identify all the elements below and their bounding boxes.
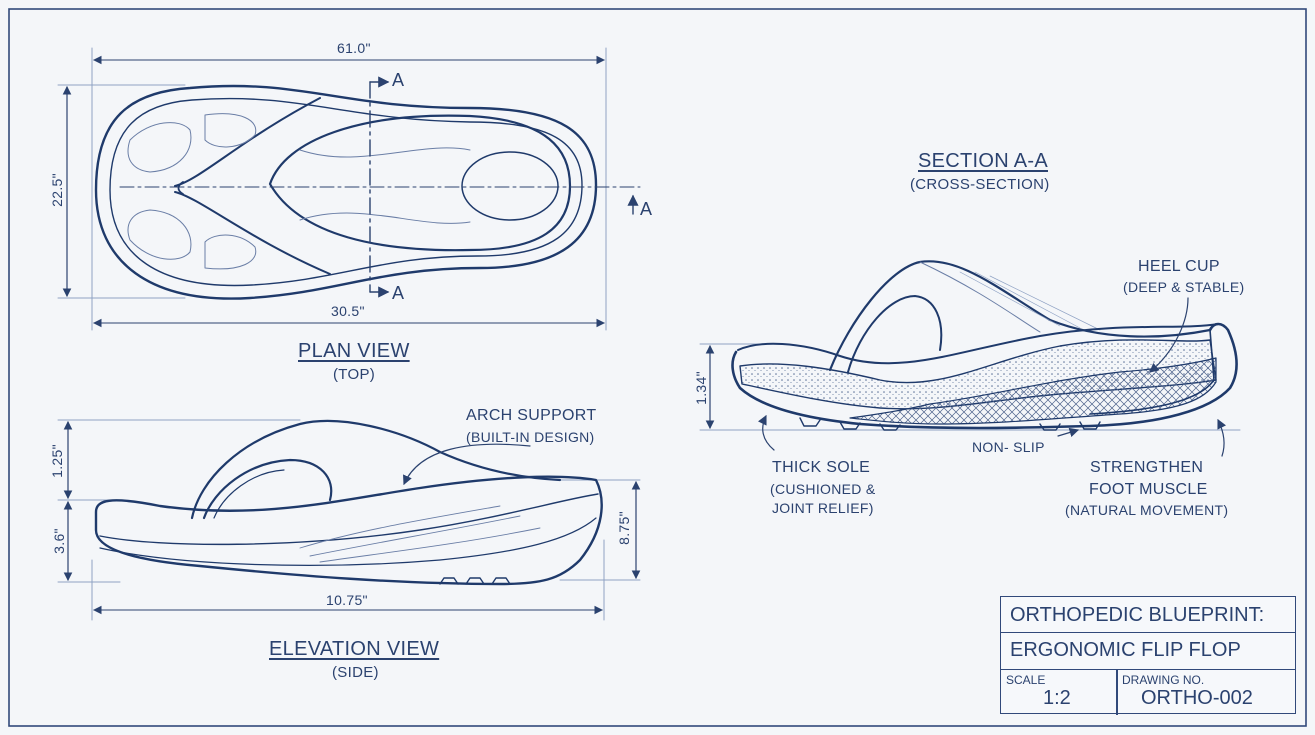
plan-view-drawing: [57, 47, 641, 331]
drawing-number-value: ORTHO-002: [1141, 687, 1253, 709]
heel-cup-sub: (DEEP & STABLE): [1123, 279, 1245, 295]
scale-label: SCALE: [1006, 673, 1046, 687]
section-dim-height: 1.34": [692, 371, 709, 405]
drawing-number-label: DRAWING NO.: [1122, 673, 1205, 687]
sheet-border: [8, 8, 1307, 727]
arch-support-note: ARCH SUPPORT: [466, 407, 597, 424]
thick-sole-note: THICK SOLE: [772, 459, 871, 476]
title-block-divider: [1116, 670, 1118, 715]
strengthen-note-1: STRENGTHEN: [1090, 459, 1204, 476]
plan-view-title: PLAN VIEW: [298, 340, 410, 362]
scale-value: 1:2: [1043, 687, 1071, 709]
plan-view-subtitle: (TOP): [333, 366, 376, 383]
section-view-title: SECTION A-A: [918, 150, 1048, 172]
elev-dim-strap-height: 1.25": [48, 444, 65, 478]
section-view-subtitle: (CROSS-SECTION): [910, 176, 1050, 193]
elevation-view-drawing: [57, 419, 641, 621]
strengthen-sub: (NATURAL MOVEMENT): [1065, 502, 1229, 518]
plan-dim-width: 22.5": [48, 173, 65, 207]
title-block: ORTHOPEDIC BLUEPRINT: ERGONOMIC FLIP FLO…: [1000, 596, 1296, 715]
section-mark-bottom: A: [392, 283, 405, 303]
section-mark-top: A: [392, 70, 405, 90]
strengthen-note-2: FOOT MUSCLE: [1089, 481, 1208, 498]
section-mark-side: A: [640, 199, 653, 219]
heel-cup-note: HEEL CUP: [1138, 258, 1220, 275]
arch-support-sub: (BUILT-IN DESIGN): [466, 429, 595, 445]
title-block-row-1: ORTHOPEDIC BLUEPRINT:: [1001, 597, 1295, 633]
title-line-2: ERGONOMIC FLIP FLOP: [1010, 639, 1241, 661]
title-block-row-2: ERGONOMIC FLIP FLOP: [1001, 633, 1295, 670]
plan-dim-base: 30.5": [331, 303, 365, 319]
title-block-row-3: SCALE 1:2 DRAWING NO. ORTHO-002: [1001, 670, 1295, 715]
thick-sole-sub-1: (CUSHIONED &: [770, 481, 876, 497]
non-slip-note: NON- SLIP: [972, 439, 1045, 455]
section-view-drawing: [699, 260, 1241, 457]
elevation-view-subtitle: (SIDE): [332, 664, 379, 681]
elev-dim-heel-height: 8.75": [615, 511, 632, 545]
thick-sole-sub-2: JOINT RELIEF): [772, 500, 874, 516]
plan-dim-length: 61.0": [337, 40, 371, 56]
elev-dim-length: 10.75": [326, 592, 368, 608]
elev-dim-sole-height: 3.6": [50, 528, 67, 554]
title-line-1: ORTHOPEDIC BLUEPRINT:: [1010, 604, 1265, 626]
elevation-view-title: ELEVATION VIEW: [269, 638, 440, 660]
